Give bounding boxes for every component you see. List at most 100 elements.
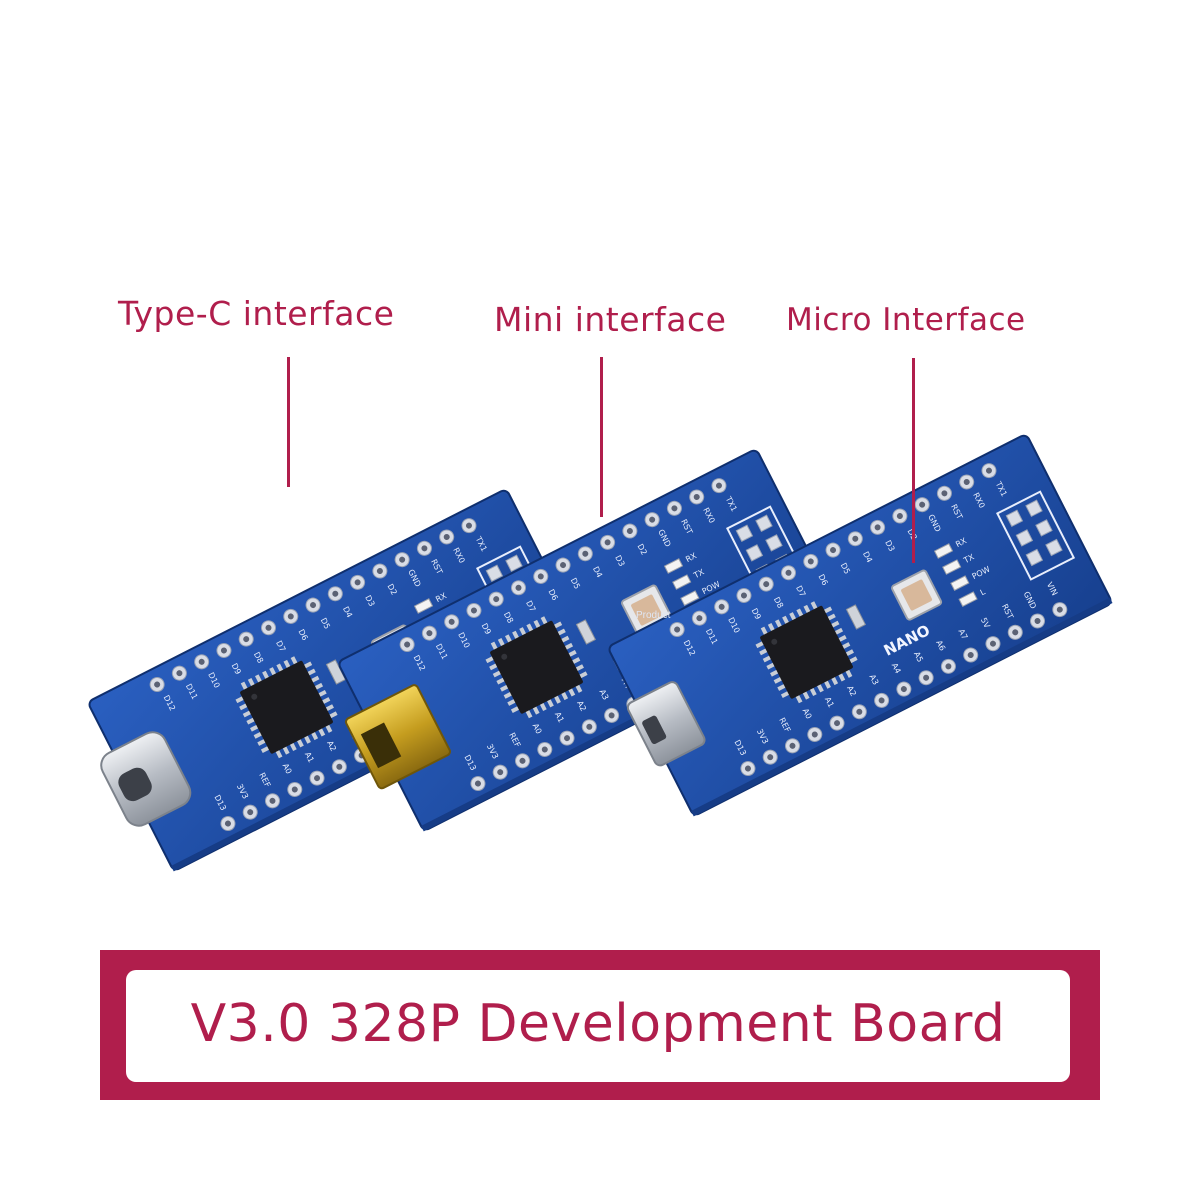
chip-pin	[490, 641, 498, 651]
header-hole	[923, 674, 930, 681]
chip-pin	[325, 723, 333, 733]
header-hole	[537, 573, 544, 580]
pin-label: A3	[597, 688, 610, 701]
chip-pin	[773, 676, 783, 684]
icsp-pad	[505, 554, 523, 573]
crystal	[845, 604, 867, 630]
chip-pin	[290, 656, 298, 666]
chip-pin	[838, 672, 846, 682]
header-hole	[448, 618, 455, 625]
header-hole	[963, 478, 970, 485]
chip-pin	[841, 642, 851, 650]
led	[942, 559, 962, 575]
header-hole	[247, 809, 254, 816]
header-hole	[443, 533, 450, 540]
header-hole	[604, 539, 611, 546]
chip-pin	[282, 745, 290, 755]
chip-pin	[314, 682, 324, 691]
header-hole	[874, 524, 881, 531]
header-hole	[354, 579, 361, 586]
icsp-outline	[996, 490, 1076, 581]
header-hole	[465, 522, 472, 529]
pin-label: A2	[845, 684, 858, 697]
chip-pin	[253, 731, 263, 739]
header-hole	[154, 681, 161, 688]
icsp-pad	[1035, 519, 1053, 537]
pin-label: A4	[890, 662, 903, 675]
header-hole	[564, 735, 571, 742]
header-hole	[811, 731, 818, 738]
header-hole	[291, 786, 298, 793]
pin-label: A1	[303, 751, 316, 764]
reset-button-cap	[901, 579, 933, 611]
chip-pin	[578, 671, 588, 679]
header-hole	[582, 550, 589, 557]
nano-board-micro: D12D13D113V3D10REFD9A0D8A1D7A2D6A3D5A4D4…	[608, 434, 1113, 817]
chip-pin	[568, 687, 576, 697]
type-c-interface-label: Type-C interface	[118, 294, 395, 333]
header-hole	[744, 765, 751, 772]
chip-pin	[575, 683, 583, 693]
chip-pin	[553, 694, 561, 704]
chip-pin	[310, 675, 320, 683]
chip-pin	[560, 691, 569, 701]
chip-pin	[325, 704, 334, 712]
icsp-pad	[485, 564, 504, 583]
chip-pin	[546, 698, 554, 708]
mini-leader-line	[600, 357, 603, 517]
header-hole	[693, 493, 700, 500]
micro-interface-label: Micro Interface	[786, 302, 1026, 338]
header-hole	[896, 513, 903, 520]
chip-pin	[567, 649, 577, 658]
header-hole	[674, 626, 681, 633]
chip-pin	[235, 695, 245, 704]
pin-label: A7	[957, 628, 970, 641]
chip-pin	[782, 615, 790, 625]
icsp-pad	[1045, 538, 1063, 557]
pin-label: A6	[934, 639, 947, 652]
chip-pin	[796, 608, 804, 618]
chip-pin	[525, 709, 533, 719]
header-hole	[265, 624, 272, 631]
header-hole	[336, 763, 343, 770]
header-hole	[176, 670, 183, 677]
header-hole	[696, 615, 703, 622]
chip-pin	[239, 703, 249, 711]
icsp-pad	[765, 534, 783, 552]
chip-pin	[526, 623, 534, 633]
header-hole	[497, 769, 504, 776]
header-hole	[767, 754, 774, 761]
header-hole	[830, 547, 837, 554]
chip-pin1-marker	[501, 653, 508, 660]
chip-pin	[496, 677, 506, 685]
chip-pin	[262, 670, 270, 680]
led	[933, 543, 954, 559]
chip-pin	[848, 656, 858, 664]
chip-pin	[789, 612, 797, 622]
header-hole	[421, 545, 428, 552]
chip-pin	[823, 679, 831, 689]
chip-pin	[257, 738, 267, 746]
atmega328p-chip	[490, 620, 583, 714]
chip-pin	[269, 667, 277, 677]
chip-pin	[507, 698, 517, 706]
header-hole	[332, 590, 339, 597]
title-banner: V3.0 328P Development Board	[100, 950, 1100, 1100]
chip-pin	[760, 626, 768, 636]
chip-pin1-marker	[771, 638, 778, 645]
icsp-pad	[1015, 529, 1034, 547]
chip-pin	[802, 690, 810, 700]
chip-pin	[246, 717, 256, 725]
chip-pin	[303, 734, 311, 744]
chip-pin	[766, 662, 776, 670]
header-hole	[789, 742, 796, 749]
chip-pin1-marker	[251, 693, 258, 700]
chip-pin	[321, 697, 331, 705]
header-hole	[310, 602, 317, 609]
chip-pin	[532, 705, 540, 715]
icsp-pad	[1025, 499, 1043, 518]
header-hole	[967, 652, 974, 659]
header-hole	[878, 697, 885, 704]
chip-pin	[519, 627, 527, 637]
